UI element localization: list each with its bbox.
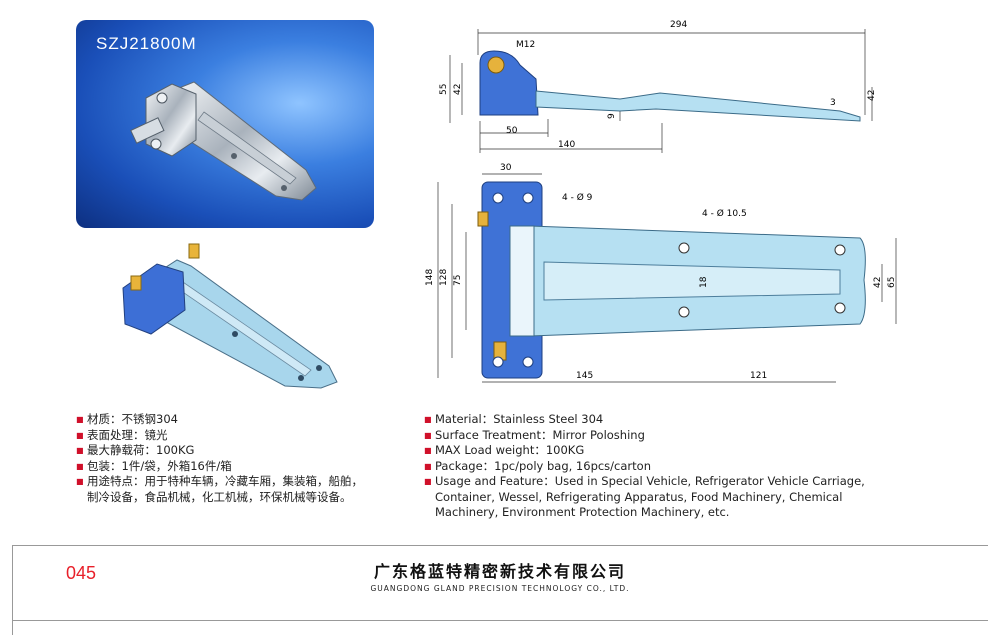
spec-item-continued: 制冷设备，食品机械，化工机械，环保机械等设备。 [87, 489, 352, 504]
dim-55: 55 [439, 84, 449, 95]
spec-item: ■材质：不锈钢304 [76, 412, 178, 426]
spec-item-continued: Machinery, Environment Protection Machin… [435, 505, 730, 519]
bullet-icon: ■ [424, 461, 432, 471]
specs-chinese: ■材质：不锈钢304 ■表面处理：镜光 ■最大静载荷：100KG ■包装：1件/… [76, 412, 406, 505]
spec-item: ■Material：Stainless Steel 304 [424, 412, 604, 426]
dim-75: 75 [453, 275, 463, 286]
dim-145: 145 [576, 371, 593, 381]
spec-item-continued: Container, Wessel, Refrigerating Apparat… [435, 489, 843, 504]
spec-item: ■Package：1pc/poly bag, 16pcs/carton [424, 458, 651, 473]
bullet-icon: ■ [424, 415, 432, 424]
bullet-icon: ■ [76, 477, 84, 486]
spec-item: ■表面处理：镜光 [76, 427, 168, 442]
dim-121: 121 [750, 371, 767, 381]
dim-42-right: 42 [867, 90, 877, 101]
dim-42-left: 42 [453, 84, 463, 95]
spec-item: ■包装：1件/袋，外箱16件/箱 [76, 458, 232, 473]
spec-item: ■最大静载荷：100KG [76, 443, 195, 457]
bullet-icon: ■ [76, 415, 84, 424]
top-view-drawing: 30 4 - Ø 9 4 - Ø 10.5 148 128 75 18 42 6… [425, 163, 897, 383]
dim-128: 128 [439, 269, 449, 286]
spec-item: ■Usage and Feature：Used in Special Vehic… [424, 474, 865, 488]
product-photo: SZJ21800M [76, 20, 374, 228]
dim-m12: M12 [516, 40, 535, 50]
bullet-icon: ■ [424, 430, 432, 440]
hinge-photo-illustration [130, 81, 317, 201]
company-name-english: GUANGDONG GLAND PRECISION TECHNOLOGY CO.… [370, 584, 630, 593]
spec-item: ■Surface Treatment：Mirror Poloshing [424, 427, 645, 442]
dim-holes-9: 4 - Ø 9 [562, 192, 593, 203]
bullet-icon: ■ [424, 477, 432, 486]
dim-holes-10-5: 4 - Ø 10.5 [702, 208, 747, 219]
dim-140: 140 [558, 140, 575, 150]
dim-65: 65 [887, 277, 897, 288]
bullet-icon: ■ [424, 446, 432, 455]
dim-18: 18 [699, 276, 709, 288]
hinge-3d-illustration [122, 243, 338, 389]
footer-divider [12, 545, 988, 546]
dim-294: 294 [670, 20, 687, 30]
bullet-icon: ■ [76, 446, 84, 455]
company-name-chinese: 广东格蓝特精密新技术有限公司 [373, 562, 626, 581]
spec-item: ■用途特点：用于特种车辆，冷藏车厢，集装箱，船舶， [76, 474, 363, 488]
dim-148: 148 [425, 269, 435, 286]
page-number: 045 [66, 563, 97, 583]
specs-english: ■Material：Stainless Steel 304 ■Surface T… [424, 412, 894, 521]
dim-9: 9 [607, 113, 617, 119]
side-view-drawing: 294 M12 55 42 50 140 3 42 9 [439, 20, 877, 153]
dim-42-top: 42 [873, 277, 883, 288]
model-title: SZJ21800M [96, 34, 197, 53]
spec-item: ■MAX Load weight：100KG [424, 443, 585, 457]
dim-50: 50 [506, 126, 518, 136]
dim-3: 3 [830, 98, 836, 108]
bullet-icon: ■ [76, 430, 84, 440]
bullet-icon: ■ [76, 461, 84, 471]
left-margin-rule [12, 545, 13, 635]
dim-30: 30 [500, 163, 512, 173]
bottom-divider [12, 620, 988, 621]
